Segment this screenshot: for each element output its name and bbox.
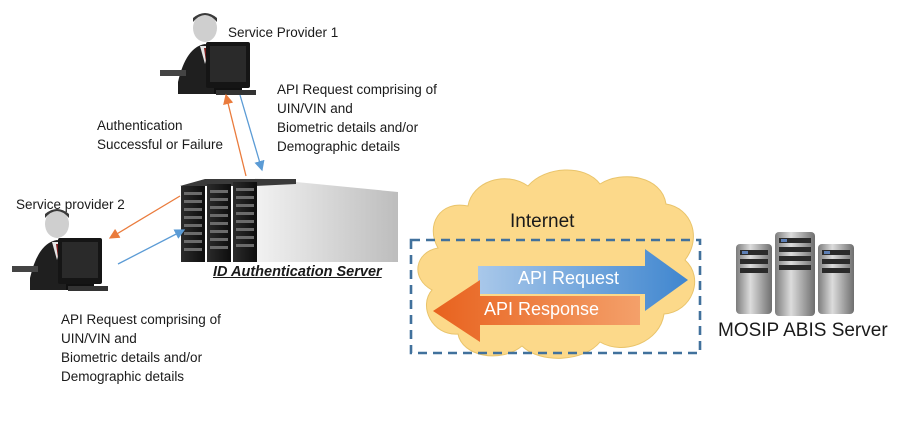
annotation-line: Demographic details bbox=[61, 369, 185, 384]
request-annotation-top: API Request comprising of UIN/VIN and Bi… bbox=[277, 80, 437, 156]
api-request-arrow bbox=[478, 249, 688, 311]
annotation-line: API Request comprising of bbox=[277, 82, 437, 97]
id-auth-server-label: ID Authentication Server bbox=[213, 264, 382, 280]
request-arrow-from-sp2 bbox=[117, 229, 186, 265]
annotation-line: Demographic details bbox=[277, 139, 401, 154]
service-provider-2-label: Service provider 2 bbox=[16, 197, 125, 212]
api-request-label: API Request bbox=[518, 268, 620, 288]
annotation-line: Successful or Failure bbox=[97, 137, 224, 152]
api-response-arrow bbox=[433, 280, 640, 342]
person-at-computer-icon bbox=[12, 209, 108, 291]
api-response-label: API Response bbox=[484, 299, 600, 319]
annotation-line: API Request comprising of bbox=[61, 312, 221, 327]
server-tower-icon bbox=[736, 232, 854, 316]
annotation-line: UIN/VIN and bbox=[61, 331, 137, 346]
auth-result-arrow-to-sp2 bbox=[108, 195, 181, 239]
person-at-computer-icon bbox=[160, 13, 256, 95]
annotation-line: Biometric details and/or bbox=[277, 120, 419, 135]
internet-label: Internet bbox=[510, 211, 575, 232]
request-annotation-bottom: API Request comprising of UIN/VIN and Bi… bbox=[61, 310, 221, 386]
service-provider-1-label: Service Provider 1 bbox=[228, 25, 339, 40]
annotation-line: Biometric details and/or bbox=[61, 350, 203, 365]
annotation-line: Authentication bbox=[97, 118, 183, 133]
auth-result-annotation: Authentication Successful or Failure bbox=[97, 116, 223, 154]
server-rack-icon bbox=[180, 178, 398, 262]
internet-boundary-box bbox=[409, 238, 702, 355]
abis-server-label: MOSIP ABIS Server bbox=[718, 320, 888, 341]
auth-result-arrow-to-sp1 bbox=[223, 93, 247, 177]
annotation-line: UIN/VIN and bbox=[277, 101, 353, 116]
request-arrow-from-sp1 bbox=[239, 94, 265, 172]
